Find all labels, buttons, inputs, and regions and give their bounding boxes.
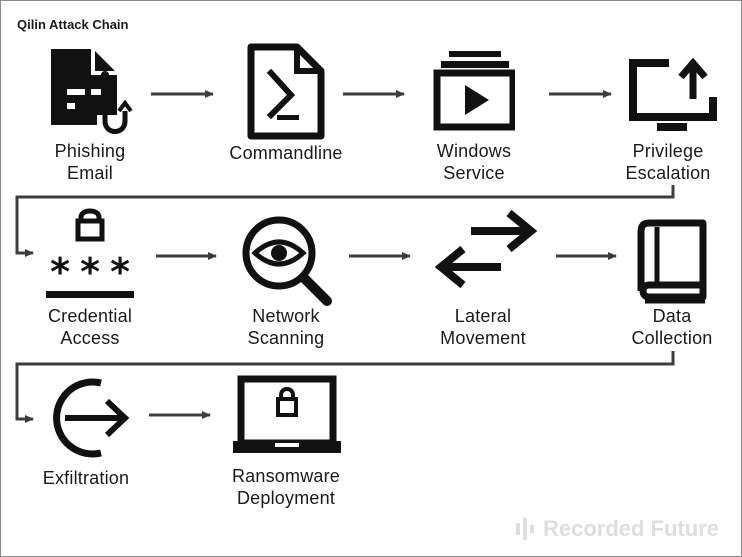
step-label-line-1: Exfiltration bbox=[42, 468, 130, 488]
service-play-stack-icon bbox=[433, 51, 515, 131]
recorded-future-watermark: Recorded Future bbox=[515, 516, 719, 542]
step-label-credential-access: Credential Access bbox=[5, 305, 175, 349]
step-label-network-scanning: Network Scanning bbox=[201, 305, 371, 349]
step-label-line-2: Movement bbox=[440, 328, 526, 348]
exit-arrow-circle-icon bbox=[53, 378, 130, 458]
step-label-line-2: Collection bbox=[631, 328, 713, 348]
step-label-line-1: Lateral bbox=[454, 306, 512, 326]
step-label-line-2: Access bbox=[60, 328, 120, 348]
wrap-row1-row2 bbox=[15, 185, 675, 257]
step-label-lateral-movement: Lateral Movement bbox=[398, 305, 568, 349]
step-label-data-collection: Data Collection bbox=[587, 305, 741, 349]
monitor-up-arrow-icon bbox=[629, 57, 717, 131]
step-label-line-2: Deployment bbox=[236, 488, 336, 508]
step-label-line-1: Network bbox=[252, 306, 320, 326]
svg-text:*: * bbox=[50, 250, 70, 294]
step-label-exfiltration: Exfiltration bbox=[1, 467, 171, 489]
step-label-line-2: Escalation bbox=[625, 163, 711, 183]
phishing-document-hook-icon bbox=[51, 49, 133, 134]
recorded-future-logo-icon bbox=[515, 518, 534, 540]
step-label-line-1: Privilege bbox=[632, 141, 704, 161]
bidirectional-arrows-icon bbox=[435, 209, 537, 289]
step-label-commandline: Commandline bbox=[201, 142, 371, 164]
step-label-line-1: Data bbox=[652, 306, 692, 326]
step-label-ransomware-deployment: Ransomware Deployment bbox=[201, 465, 371, 509]
step-label-privilege-escalation: Privilege Escalation bbox=[583, 140, 741, 184]
step-label-line-1: Windows bbox=[436, 141, 512, 161]
step-label-line-2: Scanning bbox=[247, 328, 325, 348]
svg-text:*: * bbox=[110, 250, 130, 294]
step-label-line-2: Email bbox=[66, 163, 113, 183]
step-label-line-2: Service bbox=[443, 163, 505, 183]
wrap-row2-row3 bbox=[15, 351, 675, 423]
step-label-line-1: Ransomware bbox=[231, 466, 341, 486]
watermark-text: Recorded Future bbox=[542, 516, 719, 541]
step-label-line-1: Credential bbox=[47, 306, 133, 326]
step-label-phishing-email: Phishing Email bbox=[5, 140, 175, 184]
eye-magnifier-icon bbox=[242, 216, 332, 306]
diagram-title: Qilin Attack Chain bbox=[17, 17, 129, 32]
svg-text:*: * bbox=[80, 250, 100, 294]
terminal-prompt-icon bbox=[247, 43, 325, 140]
lock-asterisks-icon: * * * bbox=[46, 208, 134, 298]
book-icon bbox=[637, 219, 707, 304]
laptop-lock-icon bbox=[233, 375, 341, 453]
step-label-line-1: Commandline bbox=[229, 143, 343, 163]
step-label-line-1: Phishing bbox=[54, 141, 126, 161]
step-label-windows-service: Windows Service bbox=[389, 140, 559, 184]
